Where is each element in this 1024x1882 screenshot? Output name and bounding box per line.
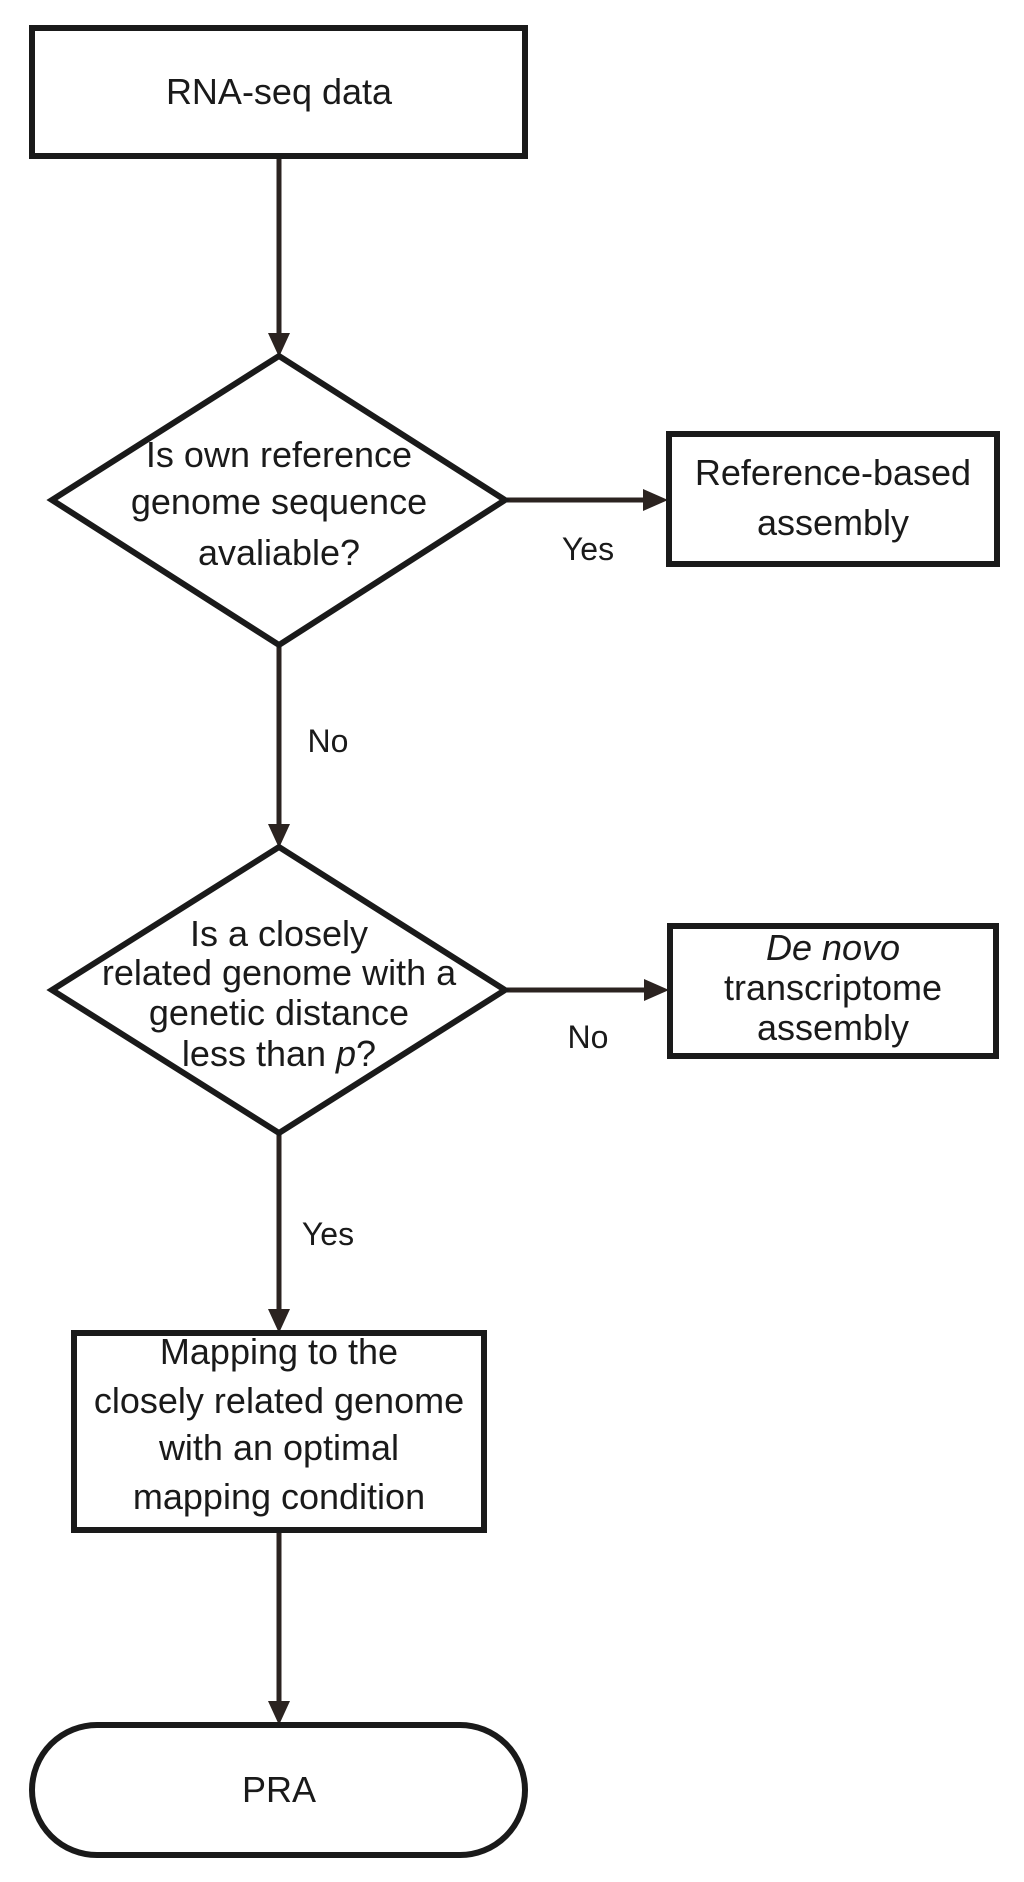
decision-closely-related-genome-line-3: genetic distance (149, 992, 409, 1033)
edge-decision-related-to-mapping-arrowhead (268, 1309, 290, 1333)
decision-own-reference-genome-line-1: Is own reference (146, 434, 412, 475)
node-mapping-line-4: mapping condition (133, 1476, 425, 1517)
node-de-novo-transcriptome-assembly (667, 923, 999, 1059)
decision-own-reference-genome-line-3: avaliable? (198, 532, 360, 573)
node-reference-based-assembly (666, 431, 1000, 567)
edge-label-reference-no: No (308, 723, 349, 759)
node-de-novo-line-2: transcriptome (724, 967, 942, 1008)
node-mapping-line-3: with an optimal (158, 1427, 399, 1468)
decision-closely-related-genome-line-1: Is a closely (190, 913, 368, 954)
decision-closely-related-genome (46, 843, 511, 1137)
decision-closely-related-genome-line-4-italic: p (335, 1033, 356, 1074)
edge-label-related-yes: Yes (302, 1216, 354, 1252)
decision-closely-related-genome-line-2: related genome with a (102, 952, 457, 993)
decision-closely-related-genome-line-4-main: less than (182, 1033, 336, 1074)
node-pra-label: PRA (242, 1769, 316, 1810)
edge-decision-related-to-de-novo-arrowhead (644, 979, 669, 1001)
edge-decision-reference-to-decision-related-arrowhead (268, 824, 290, 848)
node-mapping-line-1: Mapping to the (160, 1331, 398, 1372)
edge-label-related-no: No (568, 1019, 609, 1055)
node-reference-based-assembly-line-1: Reference-based (695, 452, 971, 493)
edge-mapping-to-pra-arrowhead (268, 1701, 290, 1725)
node-rna-seq-data (29, 25, 528, 159)
decision-closely-related-genome-line-4-tail: ? (356, 1033, 376, 1074)
edge-decision-reference-to-reference-assembly-arrowhead (643, 489, 668, 511)
edge-rna-to-decision-reference-arrowhead (268, 333, 290, 357)
node-pra-terminal (29, 1722, 528, 1858)
decision-closely-related-genome-line-4: less than p? (182, 1033, 376, 1074)
edge-label-reference-yes: Yes (562, 531, 614, 567)
node-mapping-line-2: closely related genome (94, 1380, 464, 1421)
node-rna-seq-data-label: RNA-seq data (166, 71, 393, 112)
decision-own-reference-genome-line-2: genome sequence (131, 481, 427, 522)
node-mapping-closely-related-genome (71, 1330, 487, 1533)
node-de-novo-line-1: De novo (766, 927, 900, 968)
node-de-novo-line-3: assembly (757, 1007, 909, 1048)
decision-own-reference-genome (46, 352, 511, 649)
node-reference-based-assembly-line-2: assembly (757, 502, 909, 543)
